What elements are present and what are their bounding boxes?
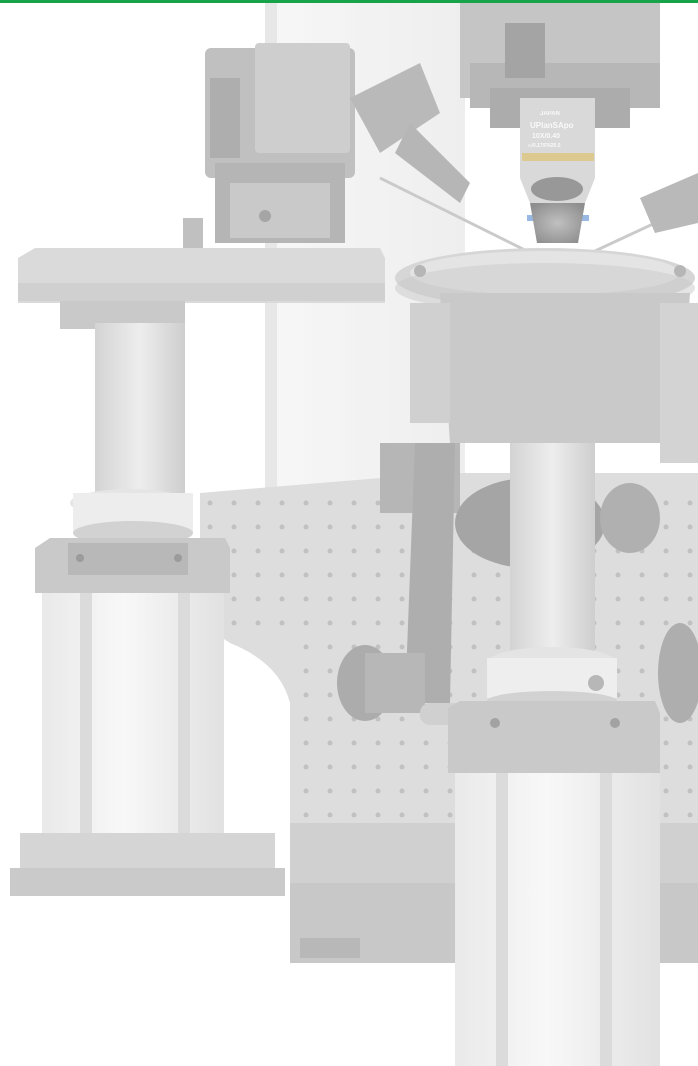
fade-overlay bbox=[0, 3, 698, 1066]
objective-mag-text: 10X/0.40 bbox=[532, 133, 560, 140]
objective-brand-text: JAPAN bbox=[540, 111, 560, 117]
microscope-objective-stage: JAPAN UPlanSApo 10X/0.40 ∞/0.17/FN26.5 bbox=[337, 3, 698, 1066]
manipulator-platform-left bbox=[10, 43, 470, 896]
objective-model-text: UPlanSApo bbox=[530, 121, 574, 130]
objective-spec-text: ∞/0.17/FN26.5 bbox=[528, 143, 561, 149]
microscope-rig-photo: JAPAN UPlanSApo 10X/0.40 ∞/0.17/FN26.5 bbox=[0, 3, 698, 1066]
top-accent-bar bbox=[0, 0, 698, 3]
